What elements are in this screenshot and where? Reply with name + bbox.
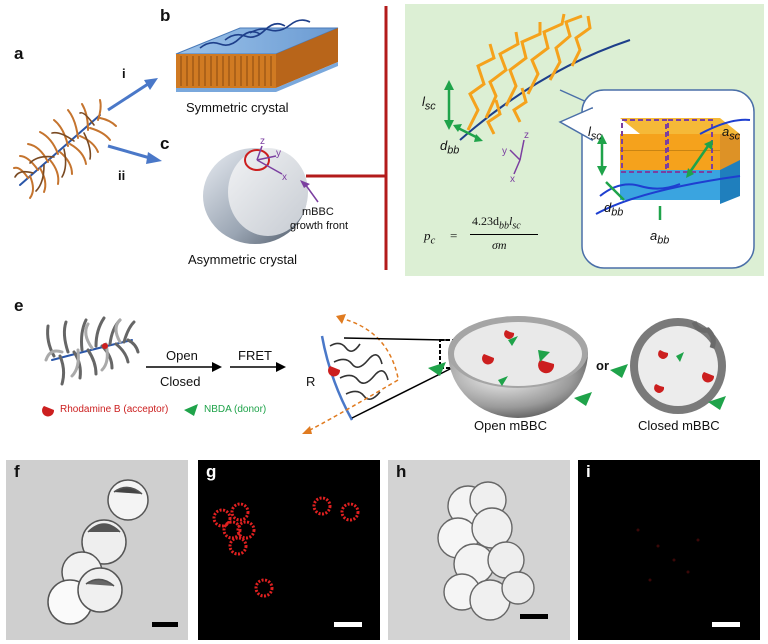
- closed-mbbc-caption: Closed mBBC: [638, 418, 720, 433]
- dbb-zoom-label: dbb: [604, 200, 624, 219]
- d-axis-z: z: [524, 130, 529, 141]
- nbda-legend-label: NBDA (donor): [204, 404, 267, 415]
- panel-label-i: i: [586, 462, 591, 481]
- fret-detail-chain: [302, 314, 399, 434]
- rhodamine-legend-icon: [42, 406, 55, 417]
- asc-label: asc: [722, 124, 741, 143]
- open-mbbc-bowl: [428, 316, 592, 418]
- fret-bottlebrush: [44, 316, 140, 386]
- schematic-drawings: [13, 6, 755, 434]
- bowl-axis-x: x: [282, 172, 287, 183]
- dim-fluorescence: [578, 460, 760, 640]
- open-closed-arrow: [146, 362, 222, 372]
- panel-label-g: g: [206, 462, 217, 481]
- growth-front-label-1: mBBC: [302, 206, 334, 218]
- symmetric-crystal-slab: [175, 19, 339, 92]
- fret-label: FRET: [238, 348, 272, 363]
- sem-closed-particles: [388, 460, 570, 640]
- path-i-label: i: [122, 66, 126, 81]
- sem-micrograph-f: f: [6, 460, 188, 640]
- abb-label: abb: [650, 228, 670, 247]
- fret-arrow: [230, 362, 286, 372]
- bottlebrush-molecule: [13, 99, 117, 199]
- bowl-axis-z: z: [260, 136, 265, 147]
- panel-label-c: c: [160, 134, 170, 153]
- lsc-zoom-label: lsc: [588, 124, 602, 143]
- fluorescence-micrograph-g: g: [198, 460, 380, 640]
- r-label: R: [306, 374, 316, 389]
- panel-label-e: e: [14, 296, 24, 315]
- arrow-path-i: [107, 78, 158, 112]
- symmetric-crystal-caption: Symmetric crystal: [186, 100, 289, 115]
- or-label: or: [596, 358, 609, 373]
- nbda-legend-icon: [184, 404, 198, 416]
- d-axis-y: y: [502, 146, 507, 157]
- fluorescent-rings: [198, 460, 380, 640]
- dbb-label: dbb: [440, 138, 460, 157]
- panel-label-b: b: [160, 6, 171, 25]
- d-axis-x: x: [510, 174, 515, 185]
- critical-size-formula: pc = 4.23dbblsc σm: [424, 214, 564, 258]
- sem-micrograph-h: h: [388, 460, 570, 640]
- rhodamine-legend-label: Rhodamine B (acceptor): [60, 404, 169, 415]
- path-ii-label: ii: [118, 168, 126, 183]
- bowl-axis-y: y: [276, 148, 281, 159]
- growth-front-label-2: growth front: [290, 220, 349, 232]
- open-label: Open: [166, 348, 198, 363]
- panel-label-f: f: [14, 462, 20, 481]
- lsc-label: lsc: [422, 94, 436, 113]
- panel-label-h: h: [396, 462, 407, 481]
- fluorescence-micrograph-i: i: [578, 460, 760, 640]
- arrow-path-ii: [107, 144, 162, 164]
- open-mbbc-caption: Open mBBC: [474, 418, 547, 433]
- asymmetric-crystal-bowl: [203, 145, 319, 244]
- divider-line: [306, 6, 388, 270]
- closed-label: Closed: [160, 374, 201, 389]
- crystal-packing-schematic: [444, 13, 755, 269]
- closed-mbbc-sphere: [610, 318, 726, 414]
- sem-open-particles: [6, 460, 188, 640]
- zoom-lines: [343, 337, 459, 419]
- asymmetric-crystal-caption: Asymmetric crystal: [188, 252, 298, 267]
- panel-label-a: a: [14, 44, 24, 63]
